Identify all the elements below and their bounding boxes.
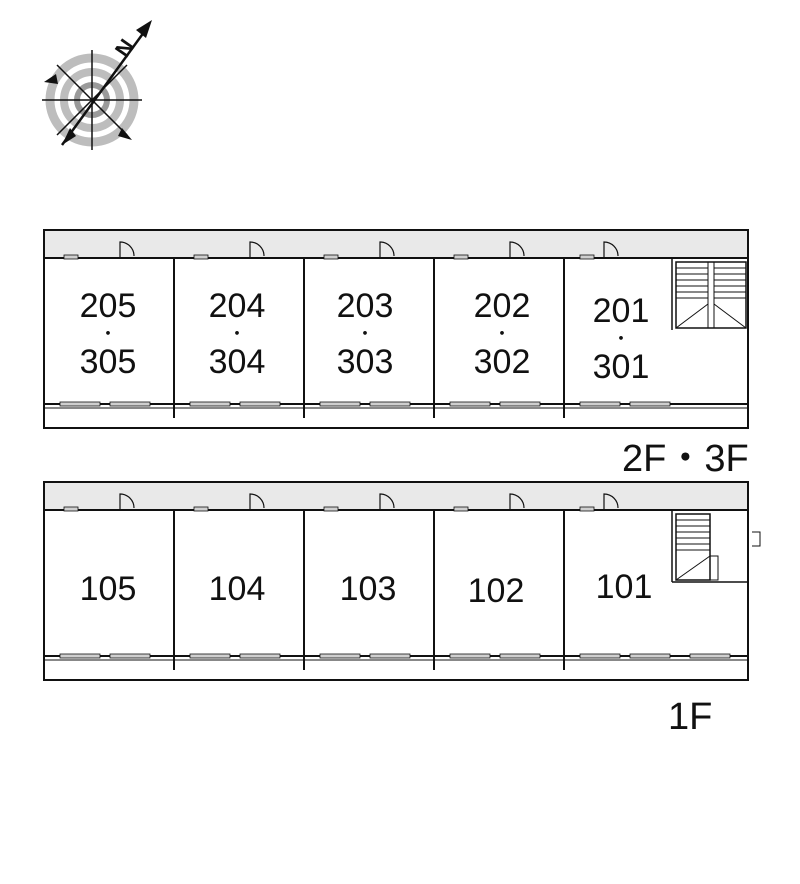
- unit-number-top: 205: [79, 287, 137, 325]
- floor-plan-2f-3f: 205 ・ 305 204 ・ 304 203 ・ 303 202 ・ 302 …: [0, 222, 800, 437]
- unit-number-bottom: 303: [336, 343, 394, 381]
- unit-label-201-301: 201 ・ 301: [571, 294, 671, 384]
- unit-separator: ・: [493, 324, 511, 344]
- unit-label-105: 105: [79, 570, 137, 608]
- floor-plan-1f: 105 104 103 102 101: [0, 474, 800, 689]
- unit-label-103: 103: [339, 570, 397, 608]
- unit-label-101: 101: [595, 568, 653, 606]
- unit-number-top: 201: [592, 292, 650, 330]
- unit-separator: ・: [356, 324, 374, 344]
- unit-label-204-304: 204 ・ 304: [187, 289, 287, 379]
- unit-label-203-303: 203 ・ 303: [315, 289, 415, 379]
- unit-number-bottom: 301: [592, 348, 650, 386]
- unit-separator: ・: [228, 324, 246, 344]
- unit-number-top: 203: [336, 287, 394, 325]
- unit-number-bottom: 304: [208, 343, 266, 381]
- compass-north-label: N: [110, 34, 140, 61]
- unit-separator: ・: [99, 324, 117, 344]
- floor-label-1f: 1F: [668, 696, 713, 738]
- unit-number-bottom: 305: [79, 343, 137, 381]
- unit-label-202-302: 202 ・ 302: [452, 289, 552, 379]
- unit-number-bottom: 302: [473, 343, 531, 381]
- unit-label-205-305: 205 ・ 305: [58, 289, 158, 379]
- unit-label-104: 104: [208, 570, 266, 608]
- unit-number-top: 204: [208, 287, 266, 325]
- compass-icon: N: [30, 5, 170, 155]
- unit-label-102: 102: [467, 572, 525, 610]
- unit-number-top: 202: [473, 287, 531, 325]
- unit-separator: ・: [612, 329, 630, 349]
- floor-label-2f-3f: 2F・3F: [622, 438, 749, 480]
